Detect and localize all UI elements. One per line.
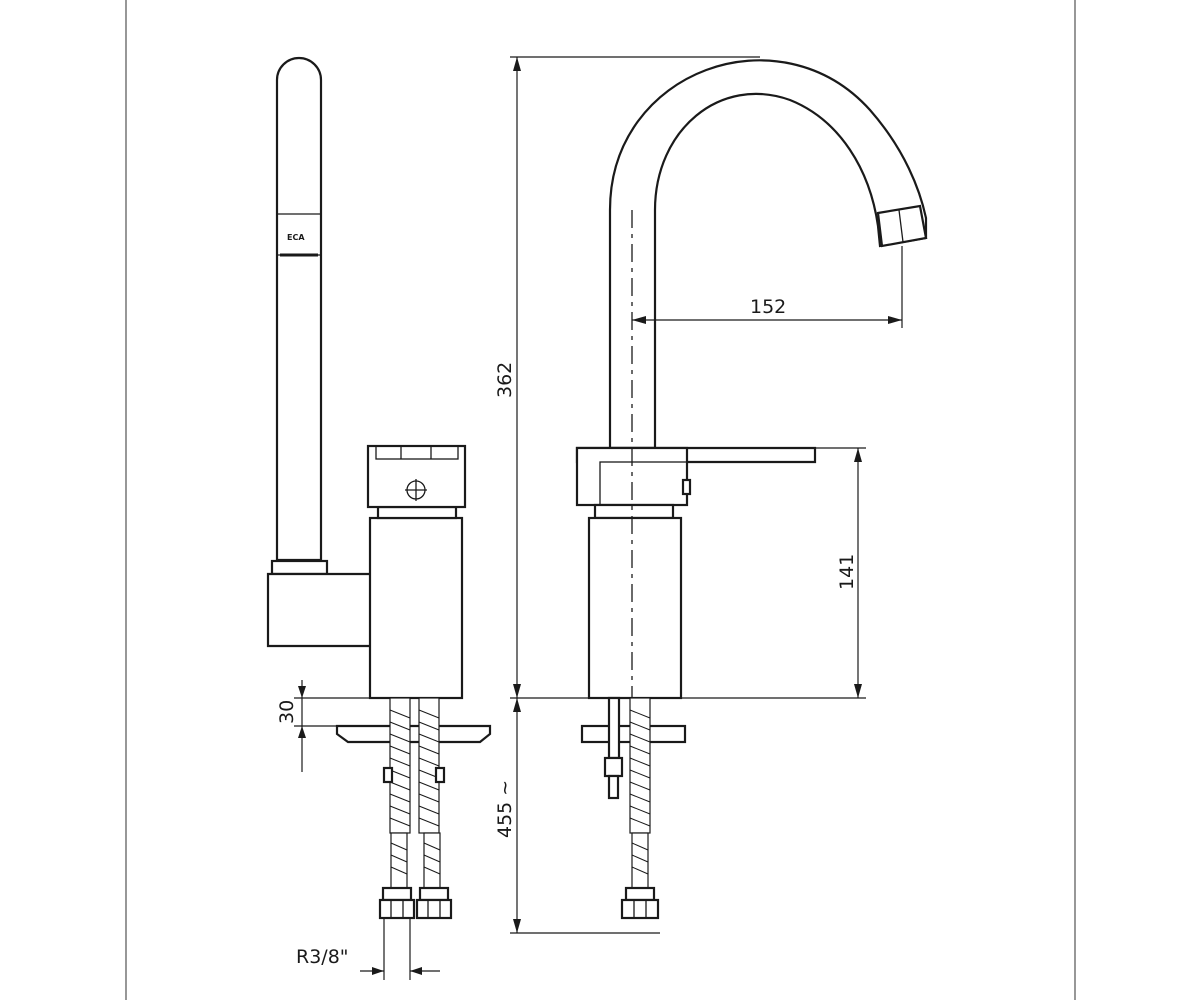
side-nut-right-bottom [415,898,453,920]
hose-length-arrow-bottom [513,919,521,933]
hose-length-arrow-top [513,698,521,712]
base-offset-arrow-top [298,686,306,698]
front-rod-fitting [603,756,624,778]
dimension-base-offset: 30 [276,680,380,772]
side-logo-text: ECA [287,233,305,242]
total-height-label: 362 [494,362,516,398]
total-height-arrow-top [513,57,521,71]
thread-label: R3/8" [296,946,349,968]
thread-arrow-right [410,967,422,975]
front-view [575,59,928,920]
side-body-neck [376,505,458,520]
base-offset-arrow-bottom [298,726,306,738]
front-handle-knob [681,478,692,496]
front-rod-fitting-end [607,774,620,800]
side-body-cylinder [368,516,464,700]
side-handle-top [375,445,459,460]
spout-reach-label: 152 [750,296,786,318]
side-nut-left-top [381,886,413,902]
dimension-spout-reach: 152 [632,246,903,328]
side-spout-tube [275,56,323,562]
dimension-thread: R3/8" [296,918,440,980]
hose-length-label: 455 ~ [494,780,516,838]
dimension-body-height: 141 [681,447,866,699]
side-fitting-small-right [434,766,446,784]
side-view: ECA [266,56,492,920]
side-fitting-small-left [382,766,394,784]
side-outlet-block [266,572,378,648]
front-body-cylinder [587,516,683,700]
side-mounting-plate [335,724,492,744]
side-hoses [378,697,453,920]
front-body-neck [593,503,675,520]
side-hose-braid [389,709,441,875]
front-gooseneck-spout [608,59,928,450]
side-nut-left-bottom [378,898,416,920]
front-nut-bottom [620,898,660,920]
body-height-label: 141 [836,554,858,590]
front-rod [607,696,621,760]
front-spout-outlet [876,204,928,248]
body-height-arrow-top [854,448,862,462]
total-height-arrow-bottom [513,684,521,698]
front-hose-braid [629,709,651,875]
spout-reach-arrow-left [632,316,646,324]
front-nut-top [624,886,656,902]
body-height-arrow-bottom [854,684,862,698]
side-spout-collar [270,559,329,576]
dimension-hose-length: 455 ~ [494,698,660,934]
base-offset-label: 30 [276,700,298,724]
spout-reach-arrow-right [888,316,902,324]
thread-arrow-left [372,967,384,975]
side-nut-right-top [418,886,450,902]
dimension-total-height: 362 [494,56,760,699]
front-spout-outlet-split [898,209,904,243]
